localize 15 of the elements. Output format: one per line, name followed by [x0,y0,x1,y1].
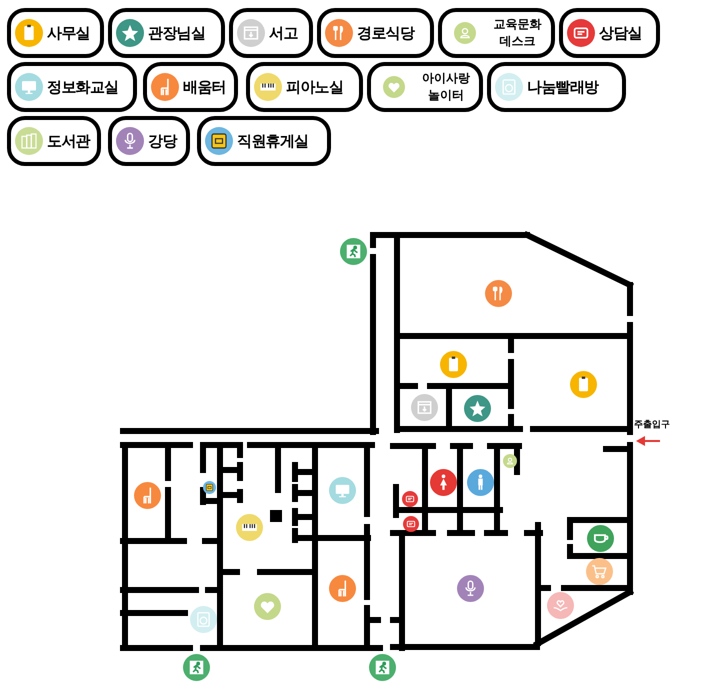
legend-text: 도서관 [47,130,90,152]
legend-text: 교육문화 데스크 [492,16,542,50]
legend-text: 강당 [148,130,176,152]
legend-text: 나눔빨래방 [527,76,598,98]
legend-text: 직원휴게실 [237,130,308,152]
legend-text: 아이사랑 놀이터 [421,70,471,104]
legend-text: 정보화교실 [47,76,118,98]
legend-text: 사무실 [47,22,90,44]
legend-text: 상담실 [599,22,642,44]
legend-text: 서고 [269,22,298,44]
legend-text: 배움터 [183,76,226,98]
entrance-label: 주출입구 [634,421,670,430]
legend-text: 경로식당 [357,22,414,44]
legend-text: 피아노실 [286,76,343,98]
legend-text: 관장님실 [148,22,205,44]
